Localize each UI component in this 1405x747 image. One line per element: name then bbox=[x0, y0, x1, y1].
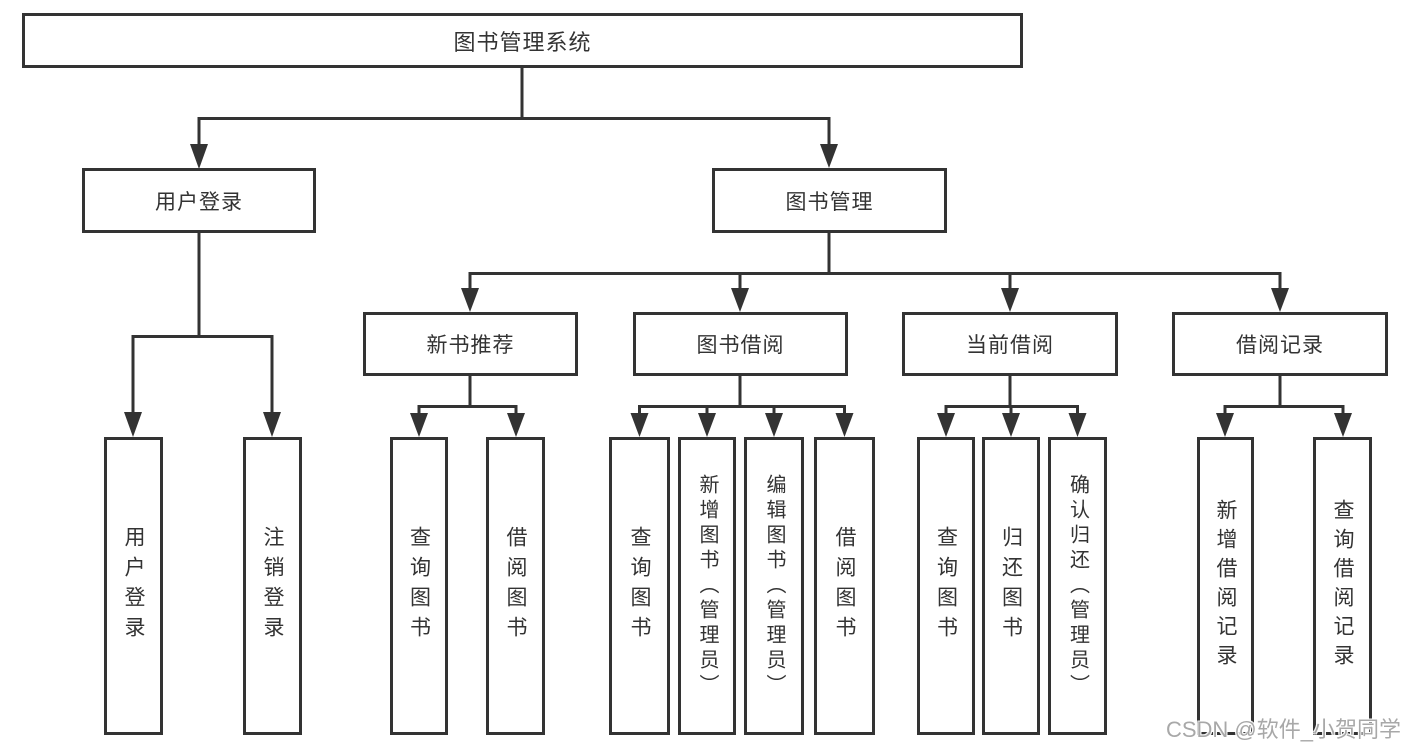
arrow-down-icon bbox=[1002, 413, 1020, 437]
leaf-bb-borrow-label: 借阅图书 bbox=[833, 526, 856, 646]
leaf-br-add-label: 新增借阅记录 bbox=[1214, 499, 1237, 673]
node-current-borrow-label: 当前借阅 bbox=[966, 334, 1054, 357]
leaf-logout-label: 注销登录 bbox=[261, 526, 284, 646]
arrow-down-icon bbox=[124, 412, 142, 437]
node-user-login-label: 用户登录 bbox=[155, 190, 243, 214]
arrow-down-icon bbox=[937, 413, 955, 437]
arrow-down-icon bbox=[1216, 413, 1234, 437]
leaf-nb-query-label: 查询图书 bbox=[407, 526, 431, 646]
arrow-down-icon bbox=[630, 413, 649, 437]
node-book-mgmt: 图书管理 bbox=[712, 168, 947, 233]
leaf-user-login-label: 用户登录 bbox=[122, 526, 145, 646]
leaf-br-query: 查询借阅记录 bbox=[1313, 437, 1372, 735]
arrow-down-icon bbox=[835, 413, 854, 437]
arrow-down-icon bbox=[410, 413, 428, 437]
leaf-cb-query-label: 查询图书 bbox=[934, 526, 958, 646]
arrow-down-icon bbox=[263, 412, 281, 437]
arrow-down-icon bbox=[820, 144, 838, 168]
leaf-bb-add: 新增图书（管理员） bbox=[678, 437, 736, 735]
leaf-bb-add-label: 新增图书（管理员） bbox=[696, 473, 718, 699]
leaf-bb-borrow: 借阅图书 bbox=[814, 437, 875, 735]
node-user-login: 用户登录 bbox=[82, 168, 316, 233]
leaf-nb-borrow: 借阅图书 bbox=[486, 437, 545, 735]
arrow-down-icon bbox=[765, 413, 783, 437]
node-root: 图书管理系统 bbox=[22, 13, 1023, 68]
leaf-bb-edit: 编辑图书（管理员） bbox=[744, 437, 804, 735]
leaf-logout: 注销登录 bbox=[243, 437, 302, 735]
node-book-borrow: 图书借阅 bbox=[633, 312, 848, 376]
leaf-cb-return-label: 归还图书 bbox=[999, 526, 1023, 646]
arrow-down-icon bbox=[731, 288, 749, 312]
arrow-down-icon bbox=[1001, 288, 1019, 312]
leaf-bb-edit-label: 编辑图书（管理员） bbox=[763, 473, 785, 699]
leaf-bb-query: 查询图书 bbox=[609, 437, 670, 735]
node-borrow-records: 借阅记录 bbox=[1172, 312, 1388, 376]
arrow-down-icon bbox=[461, 288, 479, 312]
leaf-cb-confirm: 确认归还（管理员） bbox=[1048, 437, 1107, 735]
node-book-mgmt-label: 图书管理 bbox=[785, 190, 874, 214]
leaf-nb-query: 查询图书 bbox=[390, 437, 448, 735]
node-new-book-label: 新书推荐 bbox=[426, 334, 515, 357]
leaf-br-query-label: 查询借阅记录 bbox=[1331, 499, 1354, 673]
node-root-label: 图书管理系统 bbox=[453, 29, 592, 55]
leaf-cb-return: 归还图书 bbox=[982, 437, 1040, 735]
arrow-down-icon bbox=[1271, 288, 1289, 312]
leaf-nb-borrow-label: 借阅图书 bbox=[504, 526, 527, 646]
node-current-borrow: 当前借阅 bbox=[902, 312, 1118, 376]
leaf-bb-query-label: 查询图书 bbox=[628, 526, 651, 646]
node-new-book: 新书推荐 bbox=[363, 312, 578, 376]
arrow-down-icon bbox=[507, 413, 525, 437]
leaf-user-login: 用户登录 bbox=[104, 437, 163, 735]
leaf-cb-query: 查询图书 bbox=[917, 437, 975, 735]
arrow-down-icon bbox=[190, 144, 208, 169]
csdn-watermark: CSDN @软件_小贺同学 bbox=[1165, 717, 1401, 742]
leaf-br-add: 新增借阅记录 bbox=[1197, 437, 1254, 735]
arrow-down-icon bbox=[698, 413, 716, 437]
arrow-down-icon bbox=[1068, 413, 1087, 437]
leaf-cb-confirm-label: 确认归还（管理员） bbox=[1066, 473, 1089, 699]
node-book-borrow-label: 图书借阅 bbox=[696, 334, 785, 357]
arrow-down-icon bbox=[1334, 413, 1352, 437]
node-borrow-records-label: 借阅记录 bbox=[1236, 334, 1324, 357]
